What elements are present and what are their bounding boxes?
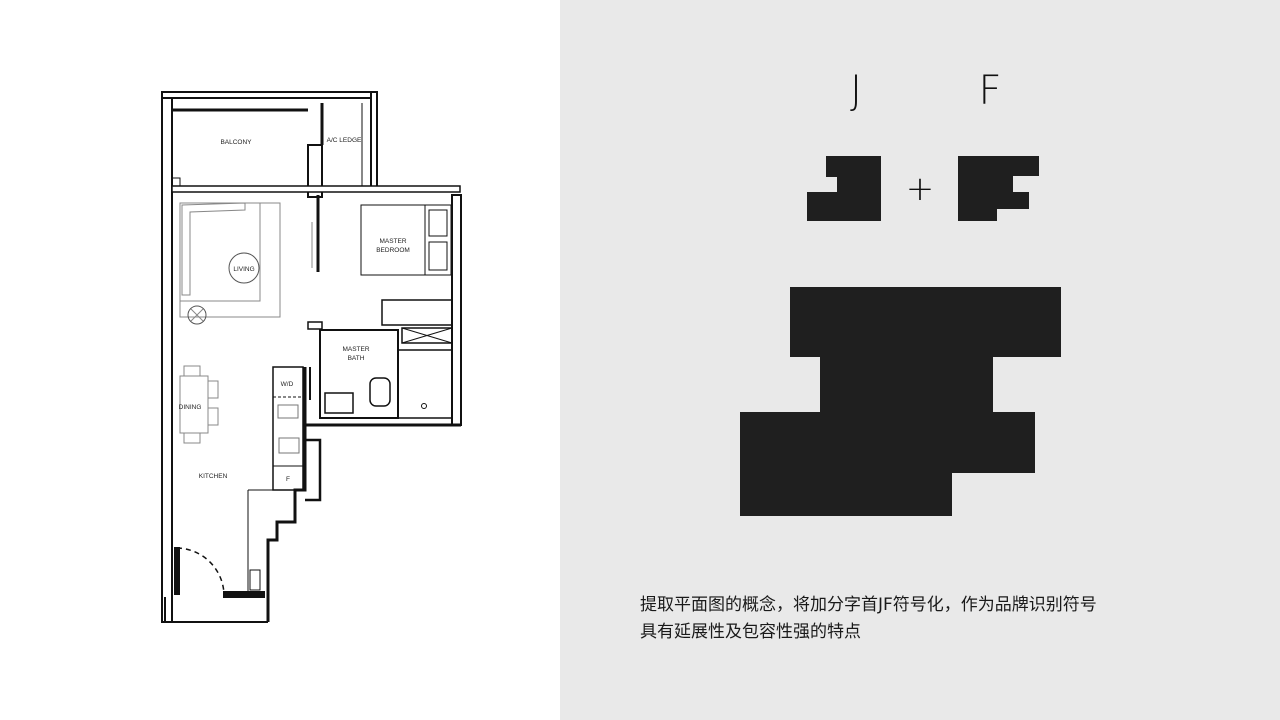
description-line-2: 具有延展性及包容性强的特点 [640, 622, 861, 642]
balcony-railing [171, 185, 461, 193]
wall [161, 91, 378, 99]
wall [451, 194, 462, 426]
description: 提取平面图的概念，将加分字首JF符号化，作为品牌识别符号 具有延展性及包容性强的… [640, 592, 1097, 646]
drain [171, 177, 181, 187]
letter-f: F [978, 68, 1002, 114]
room-label-wd: W/D [281, 381, 294, 388]
room-label-master-bedroom: MASTER [379, 238, 406, 245]
floor-plan: BALCONY A/C LEDGE LIVING MASTER BEDROOM … [161, 91, 462, 623]
room-label-ac-ledge: A/C LEDGE [327, 137, 362, 144]
pillar [307, 144, 323, 198]
wall [370, 91, 378, 191]
wall [161, 91, 173, 623]
floor-plan-panel: BALCONY A/C LEDGE LIVING MASTER BEDROOM … [0, 0, 560, 720]
room-label-living: LIVING [233, 266, 254, 273]
description-line-1: 提取平面图的概念，将加分字首JF符号化，作为品牌识别符号 [640, 595, 1097, 615]
room-label-balcony: BALCONY [220, 139, 252, 146]
room-label-master-bath: MASTER [342, 346, 369, 353]
room-label-kitchen: KITCHEN [199, 473, 228, 480]
room-label-master-bedroom-2: BEDROOM [376, 247, 410, 254]
letter-j: J [850, 68, 862, 114]
room-label-master-bath-2: BATH [348, 355, 365, 362]
room-label-dining: DINING [179, 404, 202, 411]
room-label-fridge: F [286, 476, 290, 483]
